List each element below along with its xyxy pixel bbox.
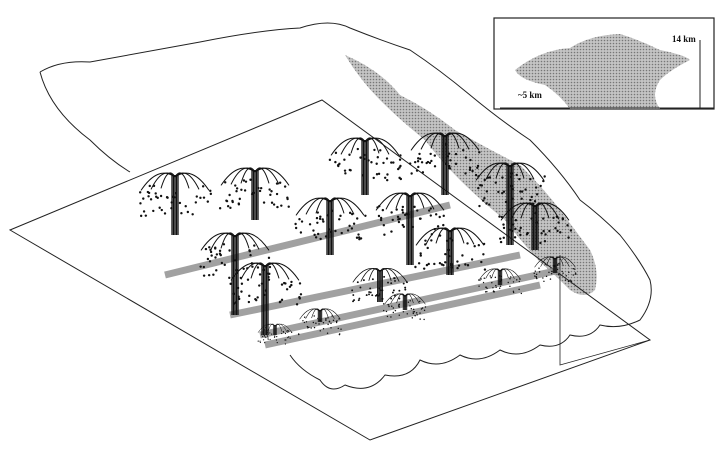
- cloud-left-edge: [39, 71, 131, 173]
- cloud-deck-outline: [39, 22, 652, 390]
- convective-cell: [477, 268, 523, 295]
- vertical-cross-section: [559, 255, 651, 366]
- convective-cell: [498, 202, 573, 250]
- rain-band: [229, 251, 521, 319]
- convective-cell: [375, 192, 445, 265]
- convective-cell: [297, 308, 342, 336]
- convective-cell: [414, 227, 487, 275]
- convective-cell: [294, 197, 367, 255]
- precipitation-bands: [164, 201, 561, 349]
- convective-cell: [218, 167, 290, 220]
- convective-cell: [228, 262, 303, 335]
- convective-cell: [408, 132, 481, 195]
- convective-cell: [138, 172, 213, 235]
- rain-band: [259, 266, 561, 339]
- convective-cell: [382, 293, 427, 321]
- inset-height-label: 14 km: [672, 34, 696, 44]
- rain-band: [264, 281, 541, 349]
- convective-cell: [257, 323, 293, 345]
- inset-panel: [493, 17, 715, 110]
- convective-cell: [351, 267, 408, 303]
- convective-cell: [328, 137, 403, 195]
- convective-cell: [533, 256, 577, 283]
- inset-scale-label: ~5 km: [518, 90, 542, 100]
- convective-cell: [475, 162, 546, 245]
- rain-band: [164, 201, 451, 279]
